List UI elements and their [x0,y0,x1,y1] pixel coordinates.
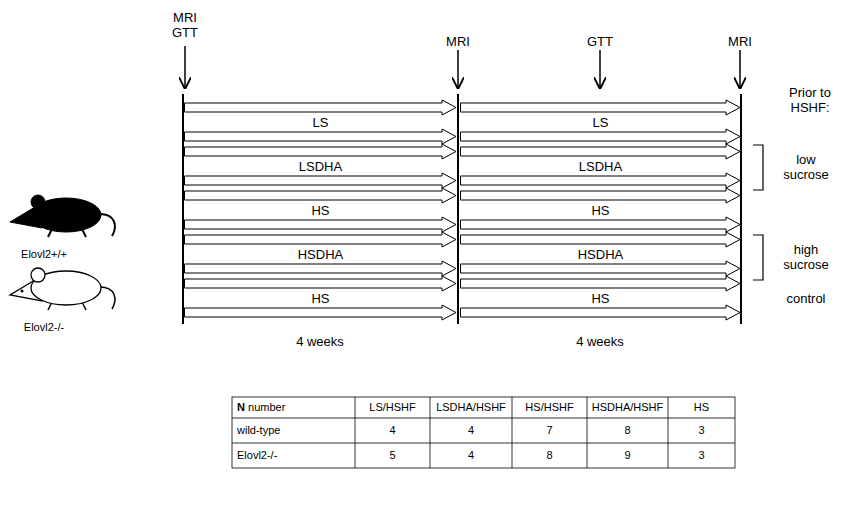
diet-label: HS [308,203,332,218]
block-arrow [461,144,741,159]
table-cell: N number [237,401,351,414]
block-arrow [185,100,457,115]
diet-label: LSDHA [576,159,625,174]
annotation-label: MRI [433,34,483,49]
block-arrow [185,305,457,320]
annotation-label: high sucrose [777,242,835,272]
diet-label: LSDHA [296,159,345,174]
table-cell: HS [670,401,733,414]
time-arrow [184,46,186,88]
table-cell: 4 [357,424,428,437]
diet-arrow: LS [184,100,457,144]
block-arrow [461,261,741,276]
diet-label: HS [308,291,332,306]
time-arrow [457,50,459,88]
block-arrow [185,276,457,291]
table-cell: 9 [589,449,666,462]
table-cell: HS/HSHF [514,401,585,414]
group-bracket [753,235,763,280]
annotation-label: Elovl2-/- [2,321,86,334]
annotation-label: Prior to HSHF: [778,85,842,115]
time-line [457,94,459,324]
time-arrow [599,50,601,88]
table-cell: 3 [670,449,733,462]
annotation-label: Elovl2+/+ [2,248,86,261]
block-arrow [185,232,457,247]
annotation-label: MRI [715,34,765,49]
annotation-label: 4 weeks [280,334,360,349]
annotation-label: GTT [160,25,210,40]
table-cell: 4 [432,449,510,462]
diet-label: HS [588,203,612,218]
block-arrow [461,129,741,144]
block-arrow [461,100,741,115]
time-line [182,94,184,324]
table-cell: 8 [514,449,585,462]
block-arrow [461,188,741,203]
diet-label: LS [310,115,332,130]
time-arrow [739,50,741,88]
diet-arrow: HSDHA [460,232,741,276]
block-arrow [461,232,741,247]
table-cell: LSDHA/HSHF [432,401,510,414]
table-cell: wild-type [237,424,351,437]
block-arrow [461,305,741,320]
table-grid [232,397,735,468]
block-arrow [185,188,457,203]
annotation-label: 4 weeks [560,334,640,349]
table-cell: 3 [670,424,733,437]
annotation-label: control [771,291,841,306]
table-cell: 5 [357,449,428,462]
diet-arrow: HS [184,188,457,232]
annotation-label: low sucrose [777,152,835,182]
time-line [740,94,742,324]
diet-arrow: HS [460,276,741,320]
table-cell: 4 [432,424,510,437]
diet-arrow: HSDHA [184,232,457,276]
diet-arrow: LSDHA [184,144,457,188]
diet-arrow: LSDHA [460,144,741,188]
diet-arrow: HS [460,188,741,232]
diet-label: LS [590,115,612,130]
diet-arrow: LS [460,100,741,144]
block-arrow [185,217,457,232]
diet-arrow: HS [184,276,457,320]
table-cell: 8 [589,424,666,437]
block-arrow [185,129,457,144]
mouse-icon [10,195,115,237]
mouse-icon [10,268,115,310]
group-bracket [753,145,763,190]
block-arrow [185,261,457,276]
annotation-label: GTT [575,34,625,49]
block-arrow [185,173,457,188]
table-cell: LS/HSHF [357,401,428,414]
block-arrow [461,173,741,188]
table-cell: Elovl2-/- [237,449,351,462]
table-cell: HSDHA/HSHF [589,401,666,414]
block-arrow [461,217,741,232]
table-cell: 7 [514,424,585,437]
diet-label: HS [588,291,612,306]
diet-label: HSDHA [575,247,627,262]
annotation-label: MRI [160,10,210,25]
diet-label: HSDHA [295,247,347,262]
block-arrow [185,144,457,159]
block-arrow [461,276,741,291]
